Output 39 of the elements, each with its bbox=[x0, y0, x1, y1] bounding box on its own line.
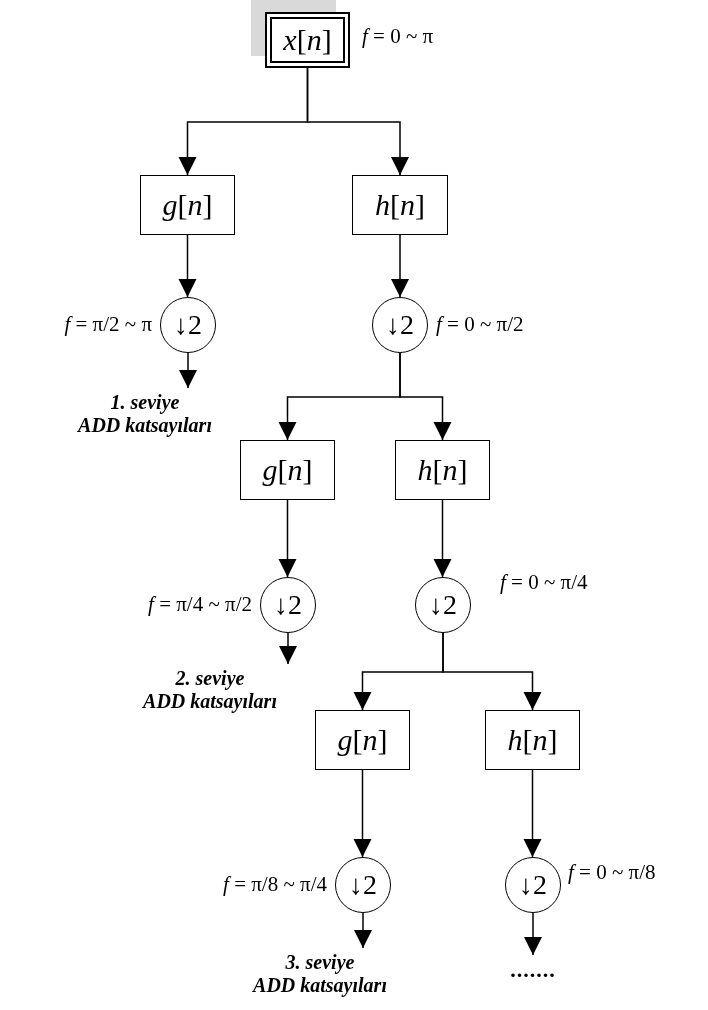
frequency-range-label: f = π/2 ~ π bbox=[63, 312, 152, 337]
filter-box: h[n] bbox=[352, 175, 448, 235]
arrow bbox=[178, 234, 197, 298]
frequency-range-label: f = 0 ~ π/8 bbox=[568, 860, 656, 885]
frequency-range-label: f = 0 ~ π/4 bbox=[500, 570, 588, 595]
arrow bbox=[523, 769, 542, 858]
downsampler-circle: ↓2 bbox=[260, 577, 316, 633]
arrow bbox=[433, 499, 452, 578]
frequency-range-label: f = π/8 ~ π/4 bbox=[222, 872, 327, 897]
arrow bbox=[179, 352, 197, 389]
arrow bbox=[399, 352, 452, 441]
downsampler-circle: ↓2 bbox=[372, 297, 428, 353]
output-label: ADD katsayıları bbox=[143, 690, 277, 713]
downsampler-circle: ↓2 bbox=[160, 297, 216, 353]
arrow bbox=[306, 67, 409, 176]
frequency-range-label: f = π/4 ~ π/2 bbox=[147, 592, 252, 617]
arrow bbox=[354, 912, 372, 949]
output-label: 2. seviye bbox=[175, 667, 245, 690]
frequency-range-label: f = 0 ~ π/2 bbox=[436, 312, 524, 337]
continuation-dots: ....... bbox=[510, 957, 556, 983]
output-label: ADD katsayıları bbox=[78, 414, 212, 437]
downsampler-circle: ↓2 bbox=[335, 857, 391, 913]
output-label: 3. seviye bbox=[285, 951, 355, 974]
filter-box: h[n] bbox=[395, 440, 490, 500]
downsampler-circle: ↓2 bbox=[505, 857, 561, 913]
filter-box: g[n] bbox=[315, 710, 410, 770]
filter-box: h[n] bbox=[485, 710, 580, 770]
arrow bbox=[524, 912, 542, 956]
arrow bbox=[391, 234, 409, 298]
arrow bbox=[278, 499, 297, 578]
downsampler-circle: ↓2 bbox=[415, 577, 471, 633]
arrow bbox=[442, 632, 542, 711]
output-label: 1. seviye bbox=[110, 391, 180, 414]
arrow bbox=[279, 632, 297, 665]
filter-box: g[n] bbox=[140, 175, 235, 235]
output-label: ADD katsayıları bbox=[253, 974, 387, 997]
filter-box: g[n] bbox=[240, 440, 335, 500]
arrow bbox=[353, 769, 372, 858]
frequency-range-label: f = 0 ~ π bbox=[362, 24, 434, 49]
